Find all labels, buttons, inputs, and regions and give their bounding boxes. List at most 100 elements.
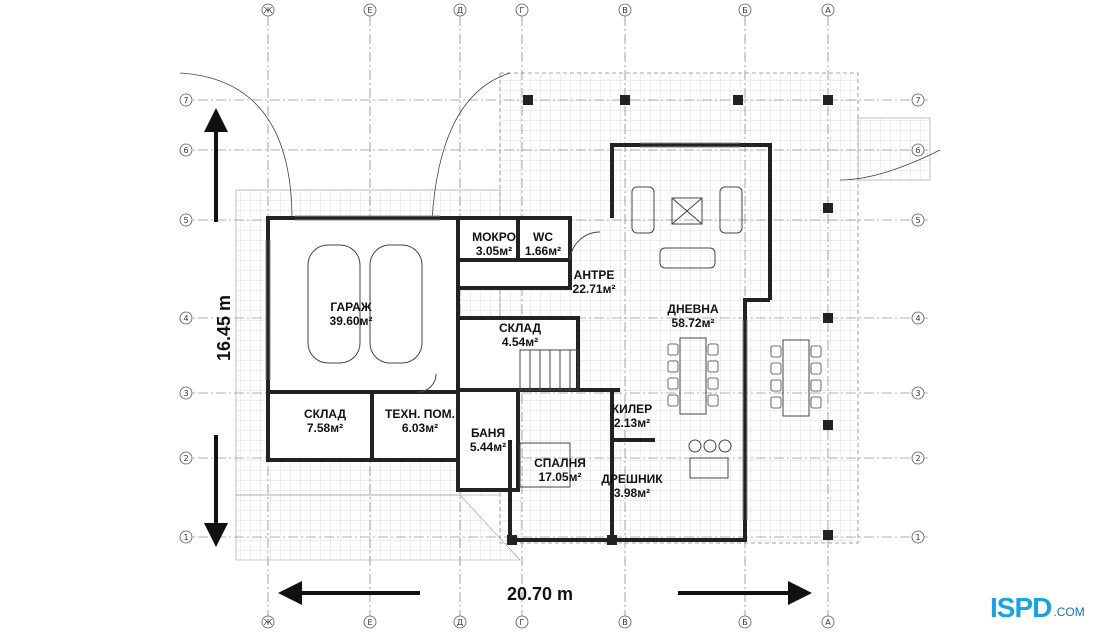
sofa: [659, 247, 716, 269]
axis-bubble: [179, 530, 193, 544]
structural-column: [607, 535, 617, 545]
room-name: СКЛАД: [304, 407, 347, 421]
structural-column: [507, 535, 517, 545]
windows: [265, 142, 748, 520]
axis-label: Е: [367, 618, 372, 627]
axis-label: 7: [915, 96, 920, 105]
room-name: КИЛЕР: [612, 402, 652, 416]
axis-label: 1: [183, 533, 188, 542]
sofa: [719, 186, 743, 234]
coffee-table: [671, 197, 703, 225]
structural-column: [620, 95, 630, 105]
room-name: ДРЕШНИК: [601, 472, 663, 486]
axis-label: 6: [915, 146, 920, 155]
axis-bubble: [618, 3, 632, 17]
axis-label: Д: [457, 6, 463, 15]
axis-label: 7: [183, 96, 188, 105]
room-name: АНТРЕ: [574, 268, 615, 282]
chair: [667, 394, 679, 407]
car-outline: [307, 244, 361, 364]
room-name: ГАРАЖ: [330, 300, 371, 314]
axis-bubble: [911, 311, 925, 325]
structural-column: [823, 530, 833, 540]
axis-label: 3: [183, 389, 188, 398]
room-name: СПАЛНЯ: [534, 456, 586, 470]
axis-bubble: [453, 615, 467, 629]
structural-column: [733, 95, 743, 105]
axis-bubble: [179, 451, 193, 465]
width-dimension-label: 20.70 m: [507, 584, 573, 604]
kitchen-island: [689, 457, 729, 479]
building-walls: [266, 143, 772, 542]
bed: [519, 442, 571, 488]
logo-mark: ISPD: [990, 592, 1052, 623]
axis-bubble: [738, 3, 752, 17]
room-name: WC: [533, 230, 553, 244]
chair: [707, 360, 719, 373]
axis-bubble: [179, 386, 193, 400]
axis-bubble: [821, 615, 835, 629]
axis-label: 5: [915, 216, 920, 225]
axis-label: Г: [520, 6, 525, 15]
axis-label: Г: [520, 618, 525, 627]
room-name: МОКРО: [472, 230, 516, 244]
axis-bubble: [261, 3, 275, 17]
brand-logo: ISPD .COM: [990, 590, 1116, 626]
chair: [707, 343, 719, 356]
axis-label: Б: [742, 618, 748, 627]
axis-label: 4: [915, 314, 920, 323]
room-area: 2.13м²: [614, 416, 650, 430]
axis-bubble: [515, 3, 529, 17]
dimension-arrows: [204, 108, 812, 605]
axis-label: Ж: [264, 6, 273, 15]
chair: [810, 345, 822, 358]
staircase: [519, 349, 579, 391]
room-wc: WC1.66м²: [525, 230, 561, 258]
axis-bubble: [453, 3, 467, 17]
axis-label: 1: [915, 533, 920, 542]
axis-label: 6: [183, 146, 188, 155]
room-area: 1.66м²: [525, 244, 561, 258]
axis-label: А: [825, 618, 831, 627]
room-area: 39.60м²: [330, 314, 373, 328]
structural-column: [823, 203, 833, 213]
axis-label: В: [622, 618, 628, 627]
room-name: ТЕХН. ПОМ.: [385, 407, 455, 421]
axis-bubble: [179, 311, 193, 325]
axis-bubble: [179, 213, 193, 227]
room-area: 7.58м²: [307, 421, 343, 435]
chair: [707, 394, 719, 407]
height-dimension-label: 16.45 m: [214, 295, 234, 361]
room-area: 22.71м²: [573, 282, 616, 296]
room-tehn: ТЕХН. ПОМ.6.03м²: [385, 407, 455, 435]
room-area: 6.03м²: [402, 421, 438, 435]
chair: [667, 360, 679, 373]
axis-label: 2: [183, 454, 188, 463]
axis-label: 4: [183, 314, 188, 323]
car-outline: [369, 244, 423, 364]
sofa: [631, 186, 655, 234]
terrace-columns: [507, 95, 833, 545]
room-area: 3.98м²: [614, 486, 650, 500]
axis-bubble: [911, 451, 925, 465]
axis-bubble: [911, 143, 925, 157]
axis-bubble: [911, 386, 925, 400]
axis-bubble: [179, 93, 193, 107]
chair: [770, 362, 782, 375]
axis-bubble: [261, 615, 275, 629]
room-name: ДНЕВНА: [667, 302, 719, 316]
chair: [707, 377, 719, 390]
axis-bubble: [515, 615, 529, 629]
axis-label: А: [825, 6, 831, 15]
